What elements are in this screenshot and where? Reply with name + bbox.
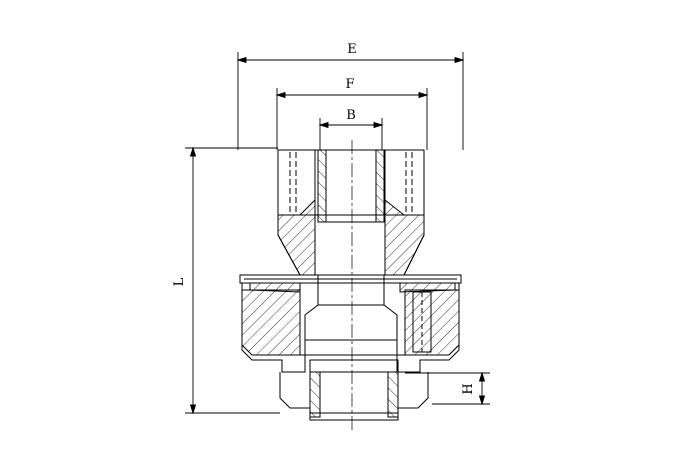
upper-body: [277, 149, 425, 276]
dimension-label-E: E: [347, 42, 357, 57]
dimension-F: [275, 88, 429, 150]
dimension-L: [185, 146, 280, 415]
dimension-label-B: B: [346, 108, 356, 123]
bottom-fitting: [279, 359, 429, 421]
dimension-H: [405, 371, 490, 406]
dimension-label-L: L: [172, 277, 187, 286]
flange-ring: [239, 274, 462, 293]
lower-body: [241, 275, 460, 373]
dimension-label-F: F: [345, 77, 354, 92]
dimension-E: [236, 52, 465, 150]
dimension-label-H: H: [461, 383, 476, 394]
dimension-B: [318, 118, 384, 150]
